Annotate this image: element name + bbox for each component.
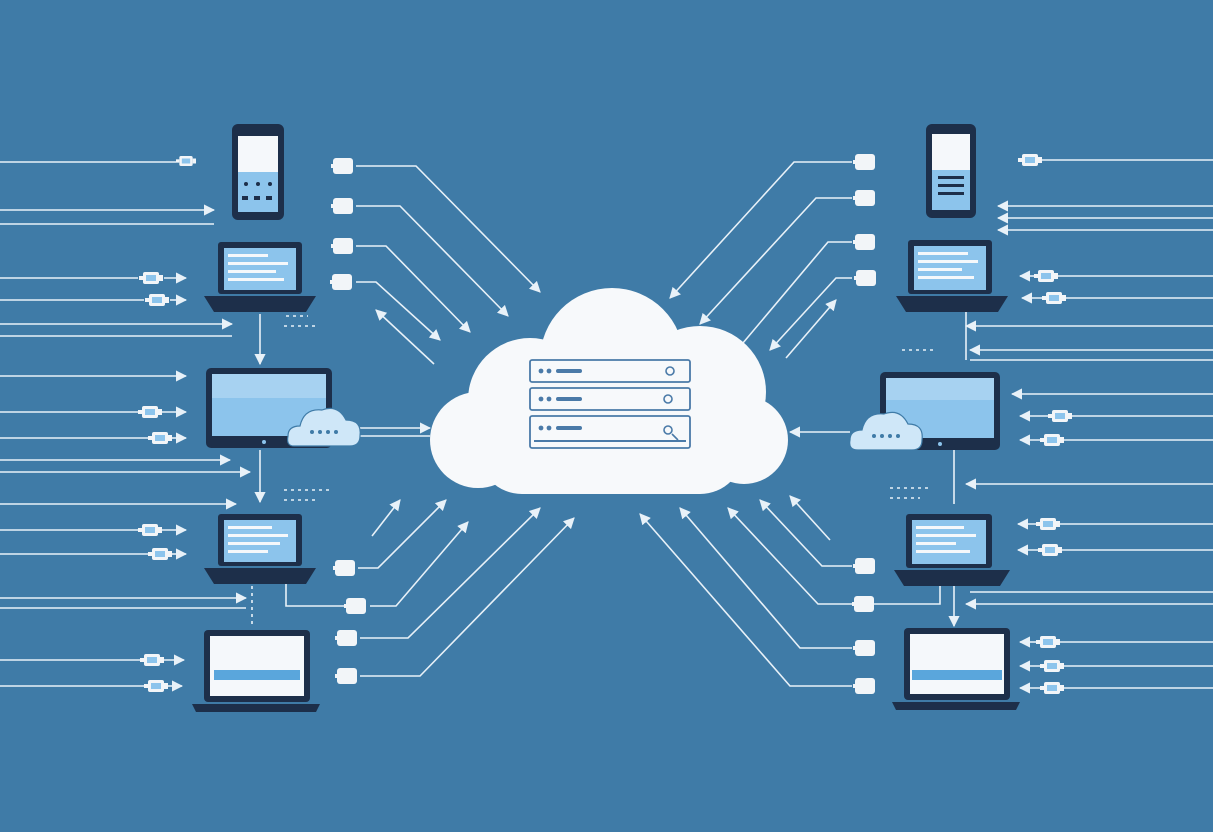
laptop-icon (892, 628, 1020, 710)
network-plug-icons-right (1018, 154, 1072, 694)
laptop-icon (204, 514, 316, 584)
edge-lines-right (964, 159, 1213, 689)
laptop-icon (894, 514, 1010, 586)
laptop-icon (896, 240, 1008, 312)
network-plug-icons-left (138, 156, 196, 692)
device-links (251, 312, 967, 628)
laptop-icon (192, 630, 320, 712)
smartphone-icon (926, 124, 976, 218)
cloud-links-right (639, 161, 941, 687)
smartphone-icon (232, 124, 284, 220)
cloud-chat-icon (287, 407, 361, 447)
plug-arrows-right (1016, 270, 1048, 694)
edge-lines-left (0, 161, 252, 687)
cloud-server-icon (430, 288, 788, 494)
laptop-icon (204, 242, 316, 312)
cloud-links-left (285, 165, 575, 677)
plug-arrows-left (162, 272, 188, 692)
cloud-chat-icon (849, 411, 923, 451)
